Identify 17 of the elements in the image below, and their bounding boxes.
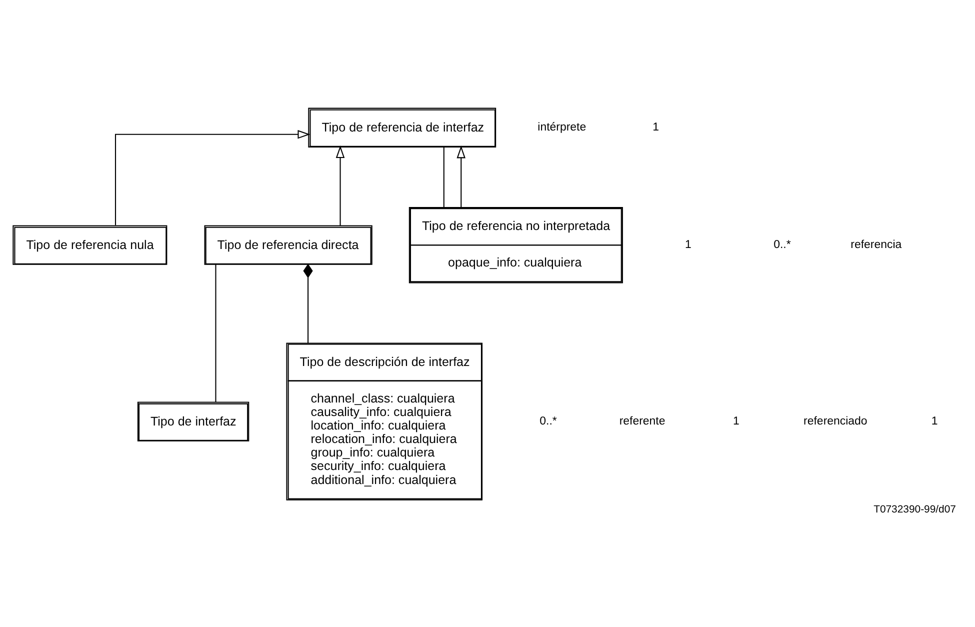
arrow [114, 130, 310, 225]
connector [442, 146, 444, 207]
label: 1 [684, 238, 691, 251]
arrow [456, 145, 465, 207]
caption: T0732390-99/d07 [873, 504, 956, 515]
arrow [335, 144, 344, 226]
label: intérprete [537, 121, 586, 134]
connector [214, 264, 216, 402]
label: referente [618, 414, 665, 427]
label: 0..* [773, 238, 790, 251]
connector [302, 263, 312, 343]
label: 1 [652, 121, 659, 134]
label: referencia [850, 238, 902, 251]
label: referenciado [803, 414, 867, 427]
label: 0..* [539, 414, 556, 427]
label: 1 [930, 414, 938, 427]
label: 1 [732, 414, 739, 427]
